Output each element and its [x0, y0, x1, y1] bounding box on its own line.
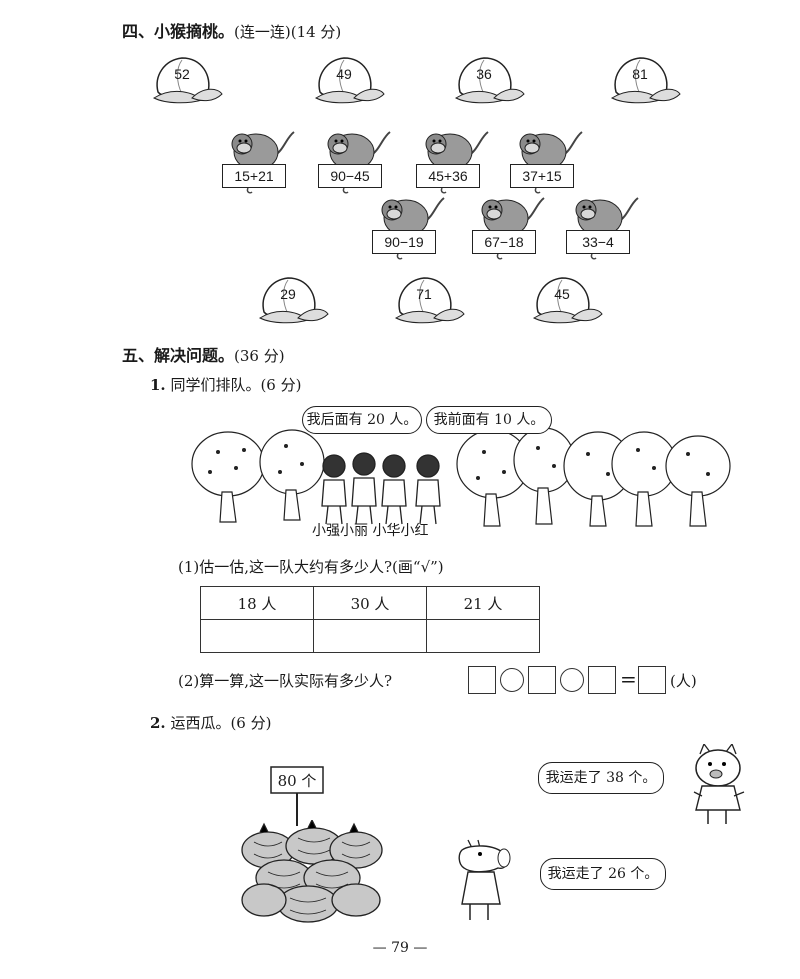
peach-label: 71 [416, 286, 432, 302]
q1-number: 1. [150, 376, 166, 394]
answer-box-2[interactable] [528, 666, 556, 694]
monkey-expression: 90−45 [318, 164, 382, 188]
estimate-table: 18 人 30 人 21 人 [200, 586, 540, 653]
section5-title: 五、解决问题。 [122, 346, 235, 365]
check-cell-30[interactable] [313, 619, 427, 653]
peach-icon [152, 57, 223, 104]
monkey-icon [425, 131, 489, 194]
peach-icon [610, 57, 681, 104]
children-icon [321, 452, 441, 525]
section4-heading: 四、小猴摘桃。(连一连)(14 分) [122, 18, 341, 42]
peach-label: 45 [554, 286, 570, 302]
q2-number: 2. [150, 714, 166, 732]
peach-5[interactable]: 29 [258, 274, 330, 328]
monkey-2[interactable]: 90−45 [318, 126, 398, 196]
pig-character-icon [458, 839, 511, 920]
cat-character-icon [693, 744, 745, 824]
speech-bubble-q2-top: 我运走了 38 个。 [538, 762, 664, 794]
monkey-6[interactable]: 67−18 [472, 192, 552, 262]
monkey-icon [481, 197, 545, 260]
peach-label: 29 [280, 286, 296, 302]
page-number: — 79 — [372, 940, 428, 956]
option-21: 21 人 [426, 586, 540, 620]
check-cell-21[interactable] [426, 619, 540, 653]
answer-box-result[interactable] [638, 666, 666, 694]
q1-part2-prompt: (2)算一算,这一队实际有多少人? [178, 672, 393, 690]
option-30: 30 人 [313, 586, 427, 620]
speech-bubble-left: 我后面有 20 人。 [302, 406, 422, 434]
monkey-4[interactable]: 37+15 [510, 126, 590, 196]
answer-box-3[interactable] [588, 666, 616, 694]
peach-label: 81 [632, 66, 648, 82]
tree-icon [191, 427, 731, 527]
q1-part1-prompt: (1)估一估,这一队大约有多少人?(画“√”) [178, 558, 444, 576]
equals-sign: = [620, 667, 637, 691]
peach-icon [258, 277, 329, 324]
monkey-icon [519, 131, 583, 194]
monkey-expression: 45+36 [416, 164, 480, 188]
peach-6[interactable]: 71 [394, 274, 466, 328]
monkey-5[interactable]: 90−19 [372, 192, 452, 262]
q1-heading: 1. 同学们排队。(6 分) [150, 374, 301, 395]
monkey-icon [327, 131, 391, 194]
peach-icon [314, 57, 385, 104]
peach-4[interactable]: 81 [610, 54, 682, 108]
section4-subtitle: (连一连)(14 分) [234, 23, 342, 41]
section5-subtitle: (36 分) [234, 347, 285, 365]
monkey-expression: 15+21 [222, 164, 286, 188]
monkey-3[interactable]: 45+36 [416, 126, 496, 196]
section5-heading: 五、解决问题。(36 分) [122, 342, 285, 366]
monkey-icon [575, 197, 639, 260]
children-names: 小强小丽 小华小红 [312, 523, 429, 539]
monkey-expression: 67−18 [472, 230, 536, 254]
monkey-icon [231, 131, 295, 194]
unit-label: (人) [670, 672, 697, 690]
sign-label: 80 个 [277, 772, 317, 790]
peach-1[interactable]: 52 [152, 54, 224, 108]
sign-post-icon [270, 766, 324, 826]
peach-icon [454, 57, 525, 104]
peach-2[interactable]: 49 [314, 54, 386, 108]
speech-bubble-q2-bottom: 我运走了 26 个。 [540, 858, 666, 890]
q2-heading: 2. 运西瓜。(6 分) [150, 712, 271, 733]
monkey-7[interactable]: 33−4 [566, 192, 646, 262]
monkey-1[interactable]: 15+21 [222, 126, 302, 196]
peach-label: 49 [336, 66, 352, 82]
queue-illustration [191, 427, 731, 527]
answer-box-1[interactable] [468, 666, 496, 694]
option-18: 18 人 [200, 586, 314, 620]
peach-label: 52 [174, 66, 190, 82]
peach-icon [394, 277, 465, 324]
watermelon-pile-icon [241, 820, 383, 923]
check-cell-18[interactable] [200, 619, 314, 653]
peach-7[interactable]: 45 [532, 274, 604, 328]
monkey-expression: 90−19 [372, 230, 436, 254]
monkey-expression: 37+15 [510, 164, 574, 188]
q2-title: 运西瓜。(6 分) [170, 714, 272, 732]
monkey-icon [381, 197, 445, 260]
peach-label: 36 [476, 66, 492, 82]
monkey-expression: 33−4 [566, 230, 630, 254]
section4-title: 四、小猴摘桃。 [122, 22, 235, 41]
peach-3[interactable]: 36 [454, 54, 526, 108]
q1-title: 同学们排队。(6 分) [170, 376, 302, 394]
operator-circle-1[interactable] [500, 668, 524, 692]
operator-circle-2[interactable] [560, 668, 584, 692]
peach-icon [532, 277, 603, 324]
speech-bubble-right: 我前面有 10 人。 [426, 406, 552, 434]
